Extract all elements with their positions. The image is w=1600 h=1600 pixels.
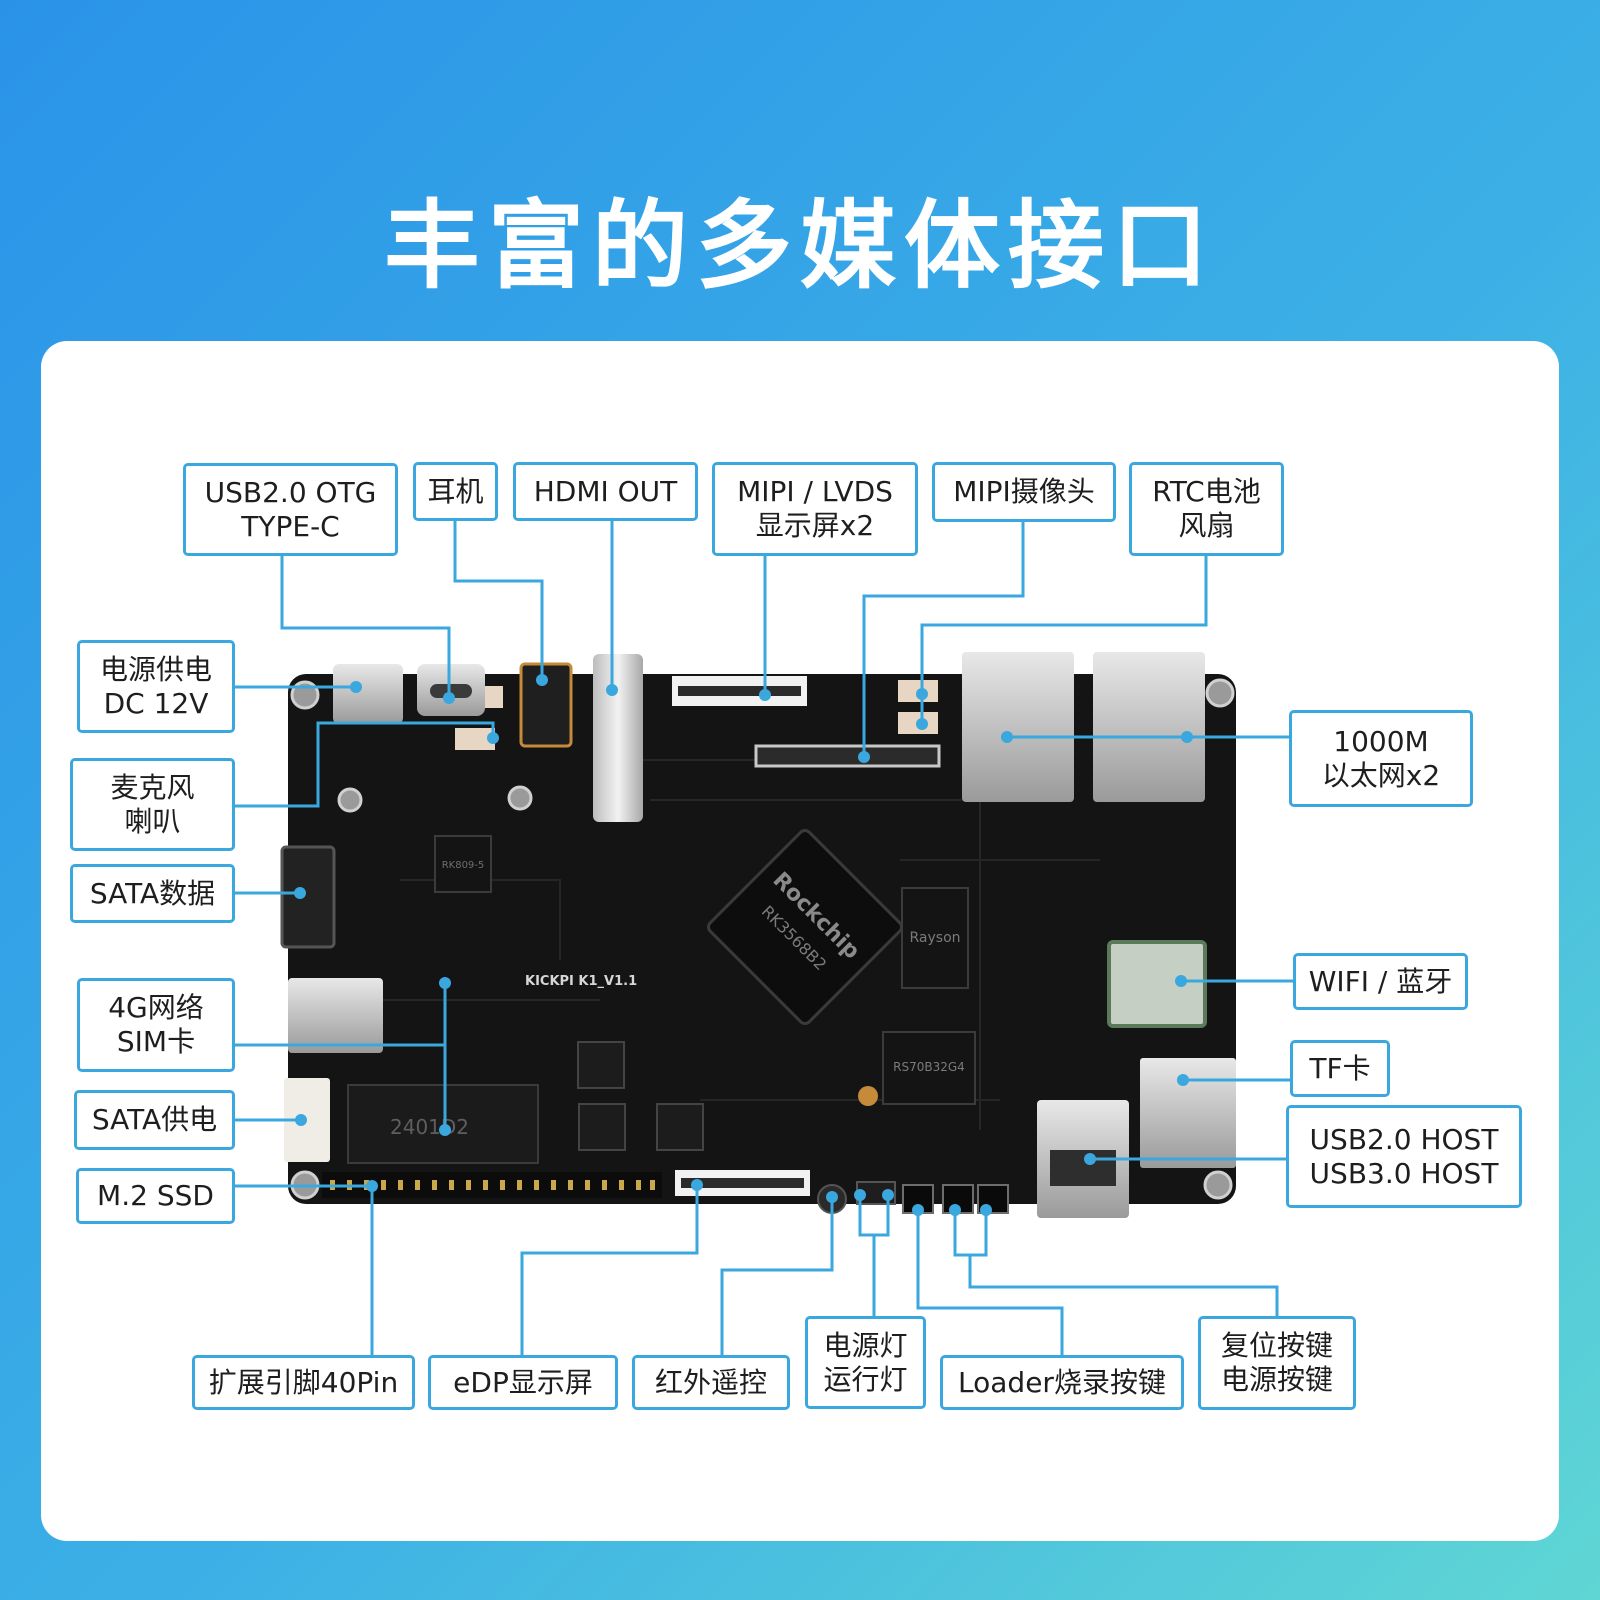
label-m2-ssd: M.2 SSD xyxy=(76,1168,235,1224)
page-title: 丰富的多媒体接口 xyxy=(384,190,1216,302)
label-edp: eDP显示屏 xyxy=(428,1355,618,1410)
label-reset-power: 复位按键电源按键 xyxy=(1198,1316,1356,1410)
label-hdmi: HDMI OUT xyxy=(513,462,698,521)
label-mic-speaker: 麦克风喇叭 xyxy=(70,758,235,851)
label-mipi-camera: MIPI摄像头 xyxy=(932,462,1116,522)
label-tf-card: TF卡 xyxy=(1290,1040,1390,1097)
label-sata-data: SATA数据 xyxy=(70,864,235,923)
label-loader-key: Loader烧录按键 xyxy=(940,1355,1184,1410)
label-sata-power: SATA供电 xyxy=(74,1090,235,1150)
label-rtc-fan: RTC电池风扇 xyxy=(1129,462,1284,556)
label-leds: 电源灯运行灯 xyxy=(805,1316,926,1409)
label-gpio-40pin: 扩展引脚40Pin xyxy=(192,1355,415,1410)
label-earphone: 耳机 xyxy=(413,462,498,521)
label-wifi-bt: WIFI / 蓝牙 xyxy=(1293,953,1468,1010)
label-ir: 红外遥控 xyxy=(632,1355,790,1410)
